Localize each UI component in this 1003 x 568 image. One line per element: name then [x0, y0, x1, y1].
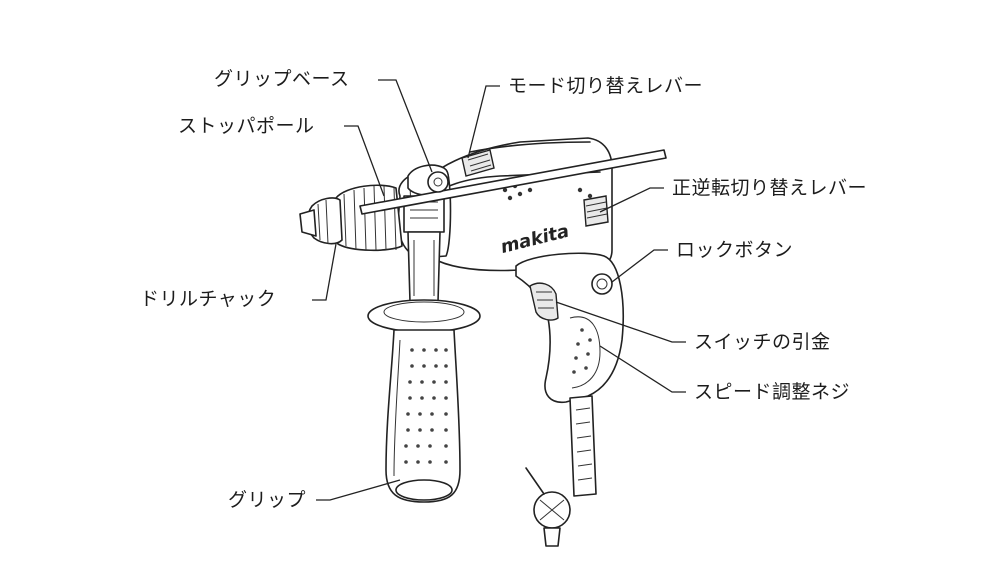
stopper-pole-shape	[359, 149, 667, 215]
side-grip-shape	[367, 299, 481, 503]
pistol-handle-shape	[515, 252, 624, 547]
label-grip: グリップ	[228, 489, 307, 511]
label-lock-button: ロックボタン	[676, 239, 794, 261]
label-mode-lever: モード切り替えレバー	[508, 75, 704, 97]
label-grip-base: グリップベース	[214, 68, 350, 90]
leader-lines	[312, 79, 686, 501]
label-drill-chuck: ドリルチャック	[140, 288, 277, 310]
label-trigger: スイッチの引金	[694, 331, 831, 353]
label-speed-screw: スピード調整ネジ	[694, 381, 851, 403]
label-reverse-lever: 正逆転切り替えレバー	[672, 177, 868, 199]
label-stopper-pole: ストッパポール	[178, 115, 315, 137]
drill-chuck-shape	[299, 184, 403, 252]
